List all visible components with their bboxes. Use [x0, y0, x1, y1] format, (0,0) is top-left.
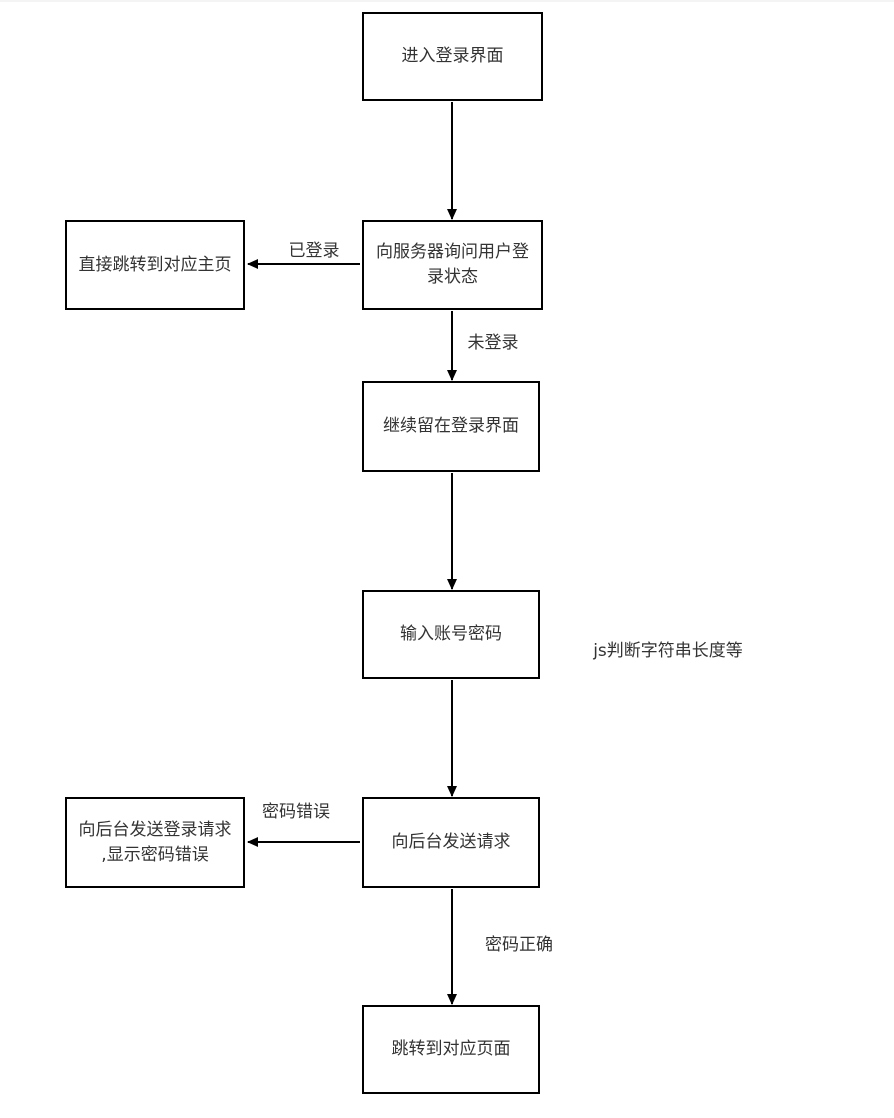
edge-label-password-wrong: 密码错误 — [262, 801, 330, 822]
edge-label-not-logged-in: 未登录 — [467, 332, 519, 353]
node-jump-to-homepage-label: 直接跳转到对应主页 — [78, 254, 232, 275]
edge-label-password-correct: 密码正确 — [485, 934, 553, 955]
node-enter-login-label: 进入登录界面 — [401, 46, 504, 67]
node-jump-to-page-label: 跳转到对应页面 — [391, 1039, 511, 1060]
node-send-request-backend: 向后台发送请求 — [362, 797, 540, 888]
node-jump-to-page: 跳转到对应页面 — [362, 1005, 540, 1094]
node-enter-login: 进入登录界面 — [362, 12, 543, 101]
node-send-request-backend-label: 向后台发送请求 — [391, 832, 511, 853]
node-ask-server-label: 向服务器询问用户登 录状态 — [376, 242, 529, 287]
node-input-credentials-label: 输入账号密码 — [400, 624, 502, 645]
node-jump-to-homepage: 直接跳转到对应主页 — [65, 220, 245, 310]
node-send-login-request-show-error: 向后台发送登录请求 ,显示密码错误 — [65, 797, 245, 888]
annotation-js-string-length-check: js判断字符串长度等 — [593, 640, 743, 661]
node-send-login-request-show-error-label: 向后台发送登录请求 ,显示密码错误 — [78, 819, 232, 865]
edge-label-logged-in: 已登录 — [288, 240, 340, 261]
node-stay-on-login: 继续留在登录界面 — [362, 381, 540, 472]
node-stay-on-login-label: 继续留在登录界面 — [383, 416, 519, 437]
node-input-credentials: 输入账号密码 — [362, 590, 540, 679]
node-ask-server-login-status: 向服务器询问用户登 录状态 — [362, 220, 543, 310]
